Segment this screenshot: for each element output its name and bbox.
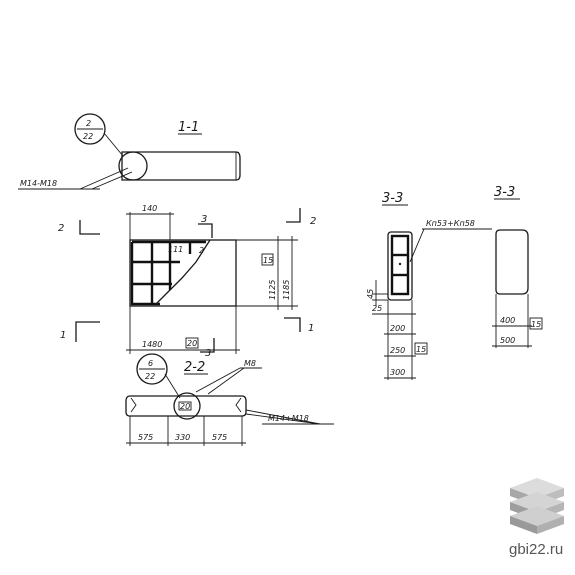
section-3-3-a-outline <box>387 231 413 301</box>
callout-a-bottom: 22 <box>83 132 93 141</box>
cut-1-right: 1 <box>308 323 314 334</box>
section-2-2-title: 2-2 <box>184 360 205 375</box>
dim-2-2-left: 575 <box>138 433 153 442</box>
callout-b <box>136 353 168 385</box>
watermark-text: gbi22.ru <box>509 541 563 558</box>
mark-1-1: М14-М18 <box>20 179 57 188</box>
dim-plan-bottom: 1480 <box>142 340 162 349</box>
cut-3-top: 3 <box>201 214 207 225</box>
dim-3-3-a-side: 45 <box>366 289 375 299</box>
plan-inner-mark-b: 2 <box>199 246 204 255</box>
section-3-3-b-outline <box>495 229 529 295</box>
callout-b-top: 6 <box>148 359 153 368</box>
dim-3-3-a-w1: 25 <box>372 304 382 313</box>
dim-3-3-a-box: 15 <box>416 345 426 354</box>
dim-2-2-mid: 330 <box>175 433 190 442</box>
dim-plan-top: 140 <box>142 204 157 213</box>
detail-circle-b <box>173 392 201 420</box>
cut-2-left: 2 <box>58 223 64 234</box>
cut-3-bottom: 3 <box>205 348 211 359</box>
break-line <box>155 239 211 305</box>
dim-2-2-box-text: 20 <box>180 402 190 411</box>
dim-plan-right-box <box>261 253 274 266</box>
dim-3-3-a-w4: 300 <box>390 368 405 377</box>
dim-3-3-a-w2: 200 <box>390 324 405 333</box>
callout-a-top: 2 <box>86 119 91 128</box>
dim-plan-right-box-text: 15 <box>263 256 273 265</box>
dim-plan-right-inner: 1125 <box>268 280 277 300</box>
plan-view: 2 2 1 1 3 3 140 111 2 <box>58 204 316 359</box>
dim-3-3-b-w1: 400 <box>500 316 515 325</box>
dim-2-2-right: 575 <box>212 433 227 442</box>
cut-2-right: 2 <box>310 216 316 227</box>
mark-3-3: Кп53+Кп58 <box>426 219 475 228</box>
section-1-1-title: 1-1 <box>178 120 199 135</box>
section-3-3-b: 3-3 400 15 500 <box>492 185 543 348</box>
section-3-3-b-title: 3-3 <box>494 185 515 200</box>
callout-a <box>74 113 106 145</box>
section-1-1: 1-1 2 22 М14-М18 <box>18 113 241 190</box>
mark-2-2-top: М8 <box>244 359 256 368</box>
beam-elevation <box>121 151 241 181</box>
dim-3-3-b-w2: 500 <box>500 336 515 345</box>
dim-plan-bottom-box <box>185 337 199 349</box>
dim-plan-bottom-box-text: 20 <box>187 339 197 348</box>
cut-1-left: 1 <box>60 330 66 341</box>
section-2-2: 2-2 6 22 М8 20 М14+М18 575 330 575 <box>125 353 334 446</box>
dim-plan-inner: 111 <box>168 245 183 254</box>
plan-outline <box>129 239 237 307</box>
detail-circle-a <box>118 151 148 181</box>
section-3-3-a-title: 3-3 <box>382 191 403 206</box>
section-3-3-a: 3-3 Кп53+Кп58 45 25 200 250 15 300 <box>366 191 492 380</box>
watermark-logo: gbi22.ru <box>509 478 564 558</box>
dim-plan-right-outer: 1185 <box>282 280 291 300</box>
callout-b-bottom: 22 <box>145 372 155 381</box>
dim-3-3-a-w3: 250 <box>390 346 405 355</box>
dim-3-3-b-box: 15 <box>531 320 541 329</box>
mark-2-2-right: М14+М18 <box>268 414 309 423</box>
